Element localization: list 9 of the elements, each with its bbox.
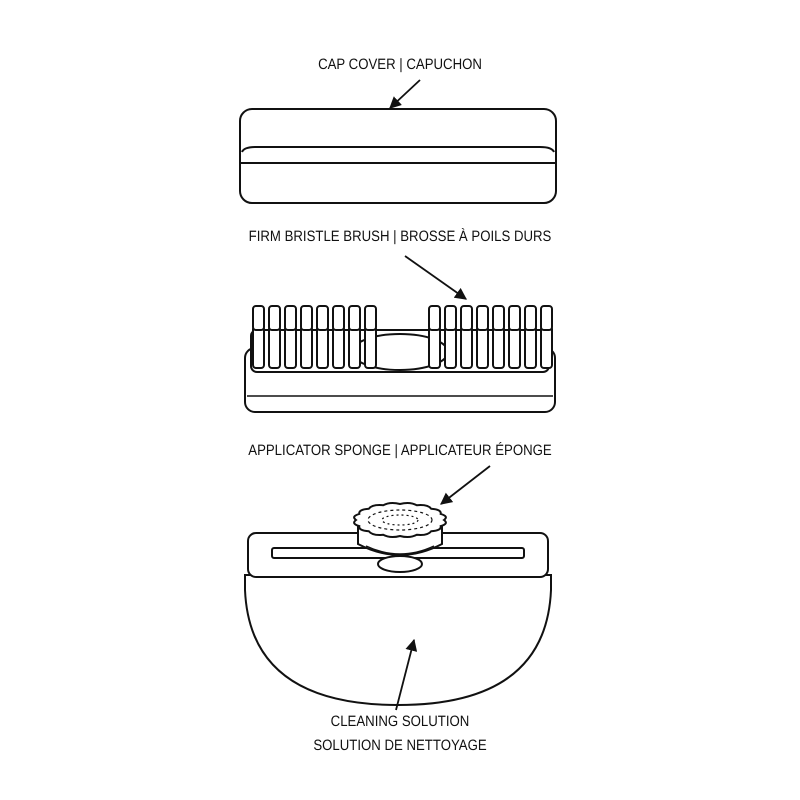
part-label: CLEANING SOLUTION SOLUTION DE NETTOYAGE [312, 710, 488, 758]
part-label: CAP COVER | CAPUCHON [268, 53, 532, 77]
part-label: FIRM BRISTLE BRUSH | BROSSE À POILS DURS [224, 225, 576, 249]
cap-drawing [238, 107, 558, 205]
leader-line [440, 465, 491, 505]
leader-line [404, 255, 467, 300]
part-label: APPLICATOR SPONGE | APPLICATEUR ÉPONGE [224, 439, 576, 463]
leader-line [395, 638, 418, 710]
leader-line [389, 79, 421, 109]
